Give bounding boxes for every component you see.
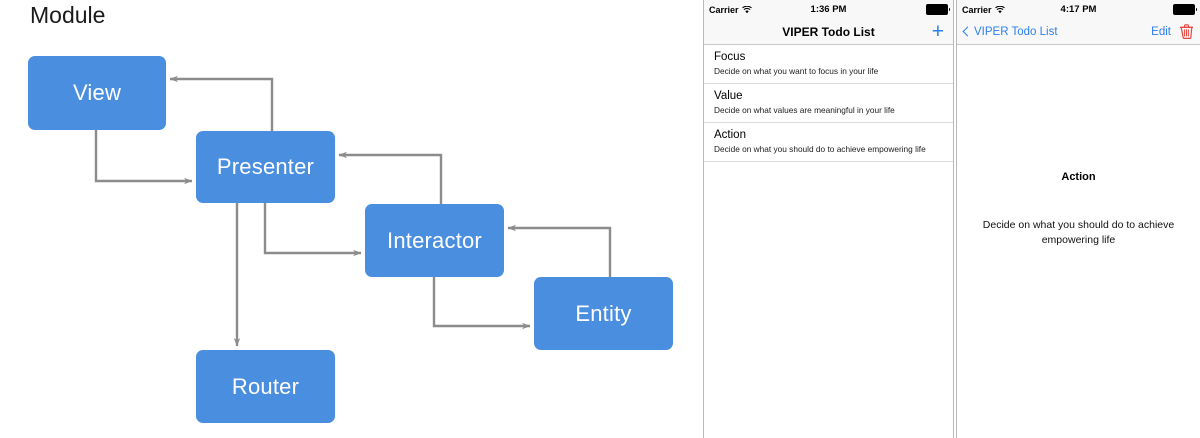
phone-screenshot-todo-list: Carrier 1:36 PM VIPER Todo List + Focus …	[703, 0, 954, 438]
status-bar: Carrier 1:36 PM	[704, 0, 953, 19]
trash-icon[interactable]	[1180, 24, 1193, 39]
node-presenter-label: Presenter	[216, 154, 315, 179]
node-presenter[interactable]: Presenter	[196, 131, 335, 203]
navigation-bar: VIPER Todo List +	[704, 19, 953, 45]
status-bar: Carrier 4:17 PM	[957, 0, 1200, 19]
todo-list: Focus Decide on what you want to focus i…	[704, 45, 953, 162]
back-button[interactable]: VIPER Todo List	[962, 25, 1058, 38]
page-title: VIPER Todo List	[782, 24, 875, 39]
wifi-icon	[994, 5, 1005, 13]
status-bar-time: 4:17 PM	[1060, 4, 1097, 15]
edge-presenter-to-interactor	[263, 203, 362, 257]
edge-entity-to-interactor	[507, 224, 612, 277]
navigation-bar: VIPER Todo List Edit	[957, 19, 1200, 45]
navigation-bar-actions: Edit	[1151, 24, 1193, 39]
diagram-title: Module	[30, 2, 106, 28]
status-bar-right	[926, 4, 950, 15]
carrier-label: Carrier	[709, 4, 739, 15]
todo-subtitle: Decide on what values are meaningful in …	[714, 105, 895, 115]
carrier-label: Carrier	[962, 4, 992, 15]
todo-title: Value	[714, 90, 743, 102]
list-item[interactable]: Action Decide on what you should do to a…	[704, 123, 953, 162]
todo-subtitle: Decide on what you want to focus in your…	[714, 66, 879, 76]
status-bar-left: Carrier	[962, 5, 1005, 15]
detail-title: Action	[1061, 171, 1096, 183]
phone-screenshot-todo-detail: Carrier 4:17 PM VIPER Todo List Edit	[956, 0, 1200, 438]
edge-interactor-to-presenter	[338, 151, 443, 204]
wifi-icon	[741, 5, 752, 13]
status-bar-left: Carrier	[709, 5, 752, 15]
viper-architecture-diagram: Module	[28, 2, 673, 423]
node-interactor-label: Interactor	[387, 227, 482, 253]
node-router-label: Router	[231, 373, 300, 399]
edit-button[interactable]: Edit	[1151, 25, 1171, 38]
diagram-arrow-layer	[94, 75, 612, 347]
status-bar-time: 1:36 PM	[810, 4, 847, 15]
node-entity[interactable]: Entity	[534, 277, 673, 350]
status-bar-right	[1173, 4, 1197, 15]
todo-title: Focus	[714, 51, 746, 63]
node-view[interactable]: View	[28, 56, 166, 130]
list-item[interactable]: Value Decide on what values are meaningf…	[704, 84, 953, 123]
edge-view-to-presenter	[94, 130, 193, 185]
node-entity-label: Entity	[575, 300, 632, 326]
chevron-left-icon	[962, 26, 973, 37]
node-router[interactable]: Router	[196, 350, 335, 423]
todo-subtitle: Decide on what you should do to achieve …	[714, 144, 926, 154]
edge-presenter-to-view	[169, 75, 274, 131]
battery-icon	[926, 4, 950, 15]
back-button-label: VIPER Todo List	[974, 25, 1058, 38]
list-item[interactable]: Focus Decide on what you want to focus i…	[704, 45, 953, 84]
todo-title: Action	[714, 129, 746, 141]
battery-icon	[1173, 4, 1197, 15]
detail-description: Decide on what you should do to achieve …	[982, 219, 1175, 246]
add-todo-button[interactable]: +	[931, 20, 944, 43]
node-interactor[interactable]: Interactor	[365, 204, 504, 277]
edge-interactor-to-entity	[432, 277, 531, 330]
todo-detail-body: Action Decide on what you should do to a…	[957, 45, 1200, 248]
node-view-label: View	[72, 80, 122, 105]
